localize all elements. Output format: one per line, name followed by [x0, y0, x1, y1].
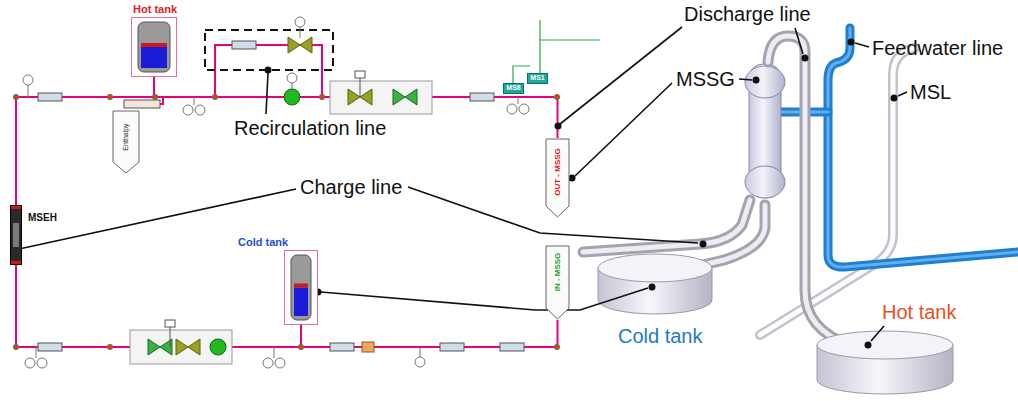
signal-wire	[513, 20, 600, 83]
pipe-line	[16, 77, 154, 205]
pump-symbol	[284, 89, 300, 105]
component-label: MSEH	[28, 212, 57, 224]
flow-symbol	[362, 342, 374, 352]
heater-shape	[10, 205, 22, 265]
component-label: IN - MSSG	[553, 253, 562, 292]
callout-label: Hot tank	[882, 302, 956, 322]
callout-label: MSL	[910, 82, 951, 102]
callout-label: Discharge line	[684, 4, 811, 24]
valve-symbol	[288, 37, 417, 105]
callout-label: Feedwater line	[872, 38, 1003, 58]
leader-dot	[13, 39, 898, 349]
heater-component: MSEH	[10, 205, 22, 265]
callout-label: Recirculation line	[234, 118, 386, 138]
tank-shape	[284, 250, 318, 325]
component-label: MS1	[530, 74, 544, 82]
component-label: MS8	[506, 84, 520, 92]
gauge-wire	[28, 27, 518, 358]
tank-shape	[131, 17, 177, 77]
callout-label: MSSG	[676, 69, 735, 89]
tank-component: Hot tank	[131, 17, 177, 77]
gauge-symbol	[23, 17, 529, 368]
tank-component: Cold tank	[284, 250, 318, 325]
valve-box	[130, 330, 232, 364]
valve-symbol	[148, 320, 200, 355]
recirculation-box	[205, 30, 333, 70]
connector-tag: IN - MSSG	[545, 245, 570, 320]
component-label: OUT - MSSG	[553, 148, 562, 196]
tank-3d	[598, 254, 712, 314]
pipe-symbol	[38, 41, 524, 351]
callout-label: Cold tank	[618, 326, 703, 346]
component-label: Enthalpy	[122, 123, 130, 150]
component-label: Hot tank	[133, 3, 177, 16]
signal-box: MS1	[527, 73, 548, 84]
connector-tag: OUT - MSSG	[545, 138, 570, 218]
pipe-3d	[760, 28, 1018, 335]
pipe-3d	[768, 36, 850, 345]
pump-symbol	[210, 339, 226, 355]
steam-generator-3d	[745, 64, 785, 198]
callout-label: Charge line	[300, 177, 402, 197]
valve-box	[330, 81, 432, 114]
sensor-block: Enthalpy	[112, 110, 140, 174]
junction-dot	[13, 94, 560, 350]
tank-3d	[817, 331, 953, 394]
component-label: Cold tank	[238, 236, 288, 249]
signal-box: MS8	[503, 83, 524, 94]
